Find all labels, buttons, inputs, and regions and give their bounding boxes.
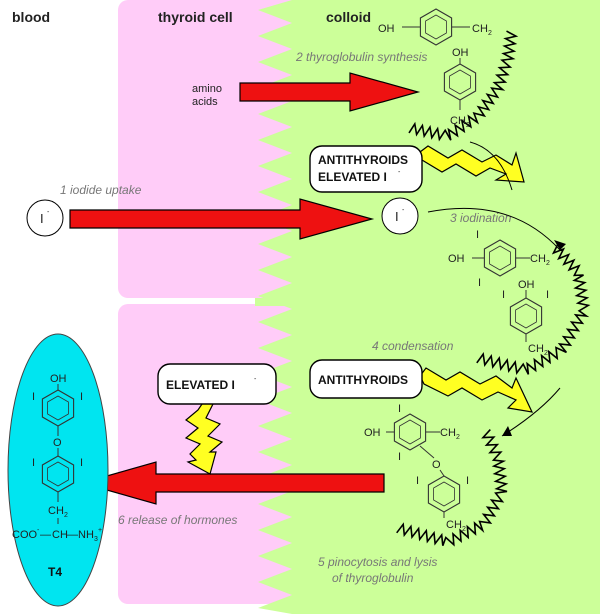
condensed-o: O (432, 459, 441, 471)
iodinated-tyrosine-1 (472, 239, 530, 277)
condensation-arrowhead (502, 426, 512, 436)
iodination-flow-arrow (469, 141, 513, 191)
header-colloid: colloid (326, 9, 371, 25)
t4-dash-1: — (40, 529, 51, 541)
inhibition-bolt-2 (419, 367, 534, 413)
t4-coo-charge: - (37, 527, 40, 534)
t4-ch2-sub: 2 (64, 512, 68, 519)
t4-i-2: I (80, 391, 83, 403)
iodide-arrowhead (554, 240, 566, 250)
t4-ch2: CH (48, 505, 64, 517)
condensed-ch2-b: CH (446, 519, 462, 531)
t4-hormone-oval (7, 333, 109, 607)
t4-i-1: I (32, 391, 35, 403)
tyrosine1-ch2-sub: 2 (488, 30, 492, 37)
iodotyrosine2-oh: OH (518, 279, 535, 291)
iodotyrosine1-oh: OH (448, 253, 465, 265)
step-6-label: 6 release of hormones (118, 513, 237, 527)
antithyroids-box (309, 359, 423, 399)
condensed-i-2: I (398, 451, 401, 463)
thyroglobulin-chain-1 (408, 30, 519, 142)
iodotyrosine2-ch2: CH (528, 343, 544, 355)
t4-i-4: I (80, 457, 83, 469)
tyrosine-molecule-2 (443, 58, 477, 110)
header-thyroid-cell: thyroid cell (158, 9, 233, 25)
hormone-release-arrow (79, 461, 385, 505)
tyrosine2-ch2: CH (450, 115, 466, 127)
header-blood: blood (12, 9, 50, 25)
condensed-hormone-ring-2 (427, 469, 461, 518)
iodotyrosine1-ch2: CH (530, 253, 546, 265)
condensed-ch2-sub: 2 (456, 434, 460, 441)
iodinated-tyrosine-2 (509, 290, 543, 342)
step-4-label: 4 condensation (372, 339, 454, 353)
iodide-ion-blood (26, 199, 64, 237)
iodotyrosine2-i-right: I (546, 289, 549, 301)
step-5-label-line2: of thyroglobulin (332, 571, 414, 585)
elevated-iodide-box (157, 363, 277, 405)
step-2-label: 2 thyroglobulin synthesis (295, 50, 427, 64)
condensed-i-4: I (466, 475, 469, 487)
amino-acids-label-line2: acids (192, 96, 218, 108)
inhibition-bolt-3 (184, 401, 224, 475)
iodide-symbol-blood: I (40, 211, 44, 226)
iodotyrosine1-i-top: I (476, 229, 479, 241)
thyroglobulin-chain-3 (396, 429, 509, 547)
tyrosine2-ch2-sub: 2 (466, 122, 470, 129)
tyrosine2-oh: OH (452, 47, 469, 59)
t4-oh: OH (50, 373, 67, 385)
amino-acids-arrow (239, 72, 421, 112)
condensed-ch2-b-sub: 2 (462, 526, 466, 533)
iodide-charge-blood: - (47, 209, 50, 216)
inhibition-bolt-1 (419, 145, 525, 183)
t4-nh3: NH (78, 529, 94, 541)
iodotyrosine1-i-bottom: I (478, 277, 481, 289)
condensed-i-1: I (398, 403, 401, 415)
t4-o: O (53, 437, 62, 449)
condensed-oh: OH (364, 427, 381, 439)
antithyroids-elevated-iodide-box (309, 145, 423, 193)
t4-molecule (41, 384, 75, 524)
antithyroids-box-label: ANTITHYROIDS (318, 373, 408, 387)
step-1-label: 1 iodide uptake (60, 183, 142, 197)
elevated-box-charge: - (254, 376, 257, 383)
amino-acids-label-line1: amino (192, 83, 222, 95)
t4-nh3-charge: + (98, 527, 102, 534)
condensed-ch2: CH (440, 427, 456, 439)
iodotyrosine2-i-left: I (502, 289, 505, 301)
iodide-to-thyroglobulin-arrow (427, 207, 561, 251)
t4-nh3-sub: 3 (94, 536, 98, 543)
antithyroids-elevated-box-line1: ANTITHYROIDS (318, 153, 408, 167)
t4-coo: COO (12, 529, 38, 541)
step-5-label-line1: 5 pinocytosis and lysis (318, 555, 437, 569)
iodide-ion-colloid (381, 197, 419, 235)
tyrosine1-ch2: CH (472, 23, 488, 35)
condensed-i-3: I (416, 475, 419, 487)
condensed-hormone-ring-1 (386, 413, 440, 459)
iodide-charge-colloid: - (402, 207, 405, 214)
iodotyrosine1-ch2-sub: 2 (546, 260, 550, 267)
colloid-gap-fill (255, 298, 600, 306)
elevated-box-label: ELEVATED I (166, 378, 235, 392)
antithyroids-elevated-box-charge: - (398, 169, 401, 176)
step-3-label: 3 iodination (450, 211, 512, 225)
thyroglobulin-chain-2 (476, 243, 591, 375)
t4-dash-2: — (67, 529, 78, 541)
iodide-symbol-colloid: I (395, 209, 399, 224)
iodide-uptake-arrow (69, 198, 375, 240)
antithyroids-elevated-box-line2: ELEVATED I (318, 170, 387, 184)
tyrosine1-oh: OH (378, 23, 395, 35)
tyrosine-molecule-1 (402, 8, 470, 46)
t4-label: T4 (48, 565, 62, 579)
iodotyrosine2-ch2-sub: 2 (544, 350, 548, 357)
t4-ch: CH (52, 529, 68, 541)
t4-i-3: I (32, 457, 35, 469)
